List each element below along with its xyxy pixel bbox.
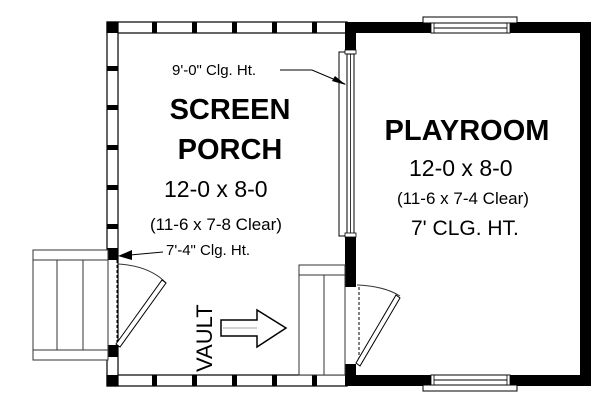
porch-title-line1: SCREEN xyxy=(169,94,291,126)
playroom-entry-door xyxy=(346,284,401,367)
playroom-bottom-window xyxy=(422,374,518,392)
porch-to-playroom-steps xyxy=(298,264,346,376)
porch-title-line2: PORCH xyxy=(177,134,283,166)
ceiling-leader-top xyxy=(280,69,346,85)
left-entry-steps xyxy=(32,249,109,361)
playroom-top-window xyxy=(422,16,518,34)
playroom-ceiling-height: 7' CLG. HT. xyxy=(411,217,519,240)
porch-dimensions: 12-0 x 8-0 xyxy=(164,176,268,202)
ceiling-leader-bottom xyxy=(118,250,164,260)
vault-label: VAULT xyxy=(192,304,217,372)
partition-sliding-window xyxy=(338,49,357,238)
right-arrow-icon xyxy=(220,308,288,349)
porch-ceiling-height-note-bottom: 7'-4" Clg. Ht. xyxy=(166,242,251,259)
porch-ceiling-height-note-top: 9'-0" Clg. Ht. xyxy=(172,62,257,79)
screen-porch-walls xyxy=(106,21,348,387)
playroom-walls xyxy=(345,22,591,386)
porch-clear-dimensions: (11-6 x 7-8 Clear) xyxy=(150,215,282,234)
playroom-dimensions: 12-0 x 8-0 xyxy=(409,155,513,181)
porch-entry-door xyxy=(115,263,167,348)
playroom-title: PLAYROOM xyxy=(384,115,550,147)
playroom-clear-dimensions: (11-6 x 7-4 Clear) xyxy=(397,189,529,208)
